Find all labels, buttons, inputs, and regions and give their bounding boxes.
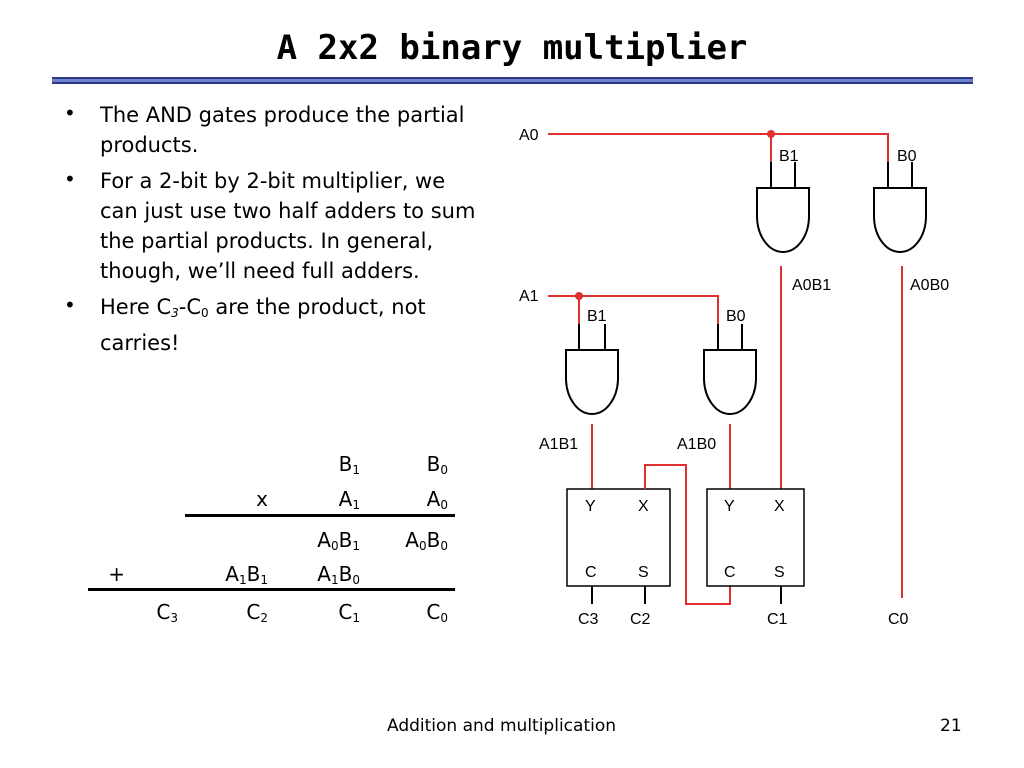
output-label-c3: C3 [578,611,599,628]
table-divider [185,514,455,517]
bullet-icon: • [64,167,76,191]
output-label-c0: C0 [888,611,909,628]
half-adder-2 [706,488,805,587]
table-cell: A0B0 [405,528,448,553]
title-underline [52,77,973,84]
gate-input-label: B0 [726,308,746,325]
port-label: Y [724,498,735,515]
gate-input-label: B1 [779,148,799,165]
junction-dot [767,130,775,138]
gate-input-label: B1 [587,308,607,325]
port-label: Y [585,498,596,515]
output-label-c2: C2 [630,611,651,628]
gate-output-label: A0B1 [792,277,831,294]
port-label: C [724,564,736,581]
and-gate-a0b1 [756,187,810,253]
table-cell: A0 [426,487,448,512]
bullet-text: The AND gates produce the partial produc… [100,103,465,157]
port-label: C [585,564,597,581]
input-label-a1: A1 [519,288,539,305]
gate-output-label: A1B0 [677,436,716,453]
bullet-item: • Here C3-C0 are the product, not carrie… [64,292,484,358]
junction-dot [575,292,583,300]
bullet-icon: • [64,293,76,317]
plus-sign: + [108,562,125,586]
table-cell: A1 [338,487,360,512]
table-cell: A0B1 [317,528,360,553]
table-cell: C1 [338,600,360,625]
gate-input-label: B0 [897,148,917,165]
port-label: S [774,564,785,581]
table-cell: C3 [156,600,178,625]
port-label: S [638,564,649,581]
bullet-list: • The AND gates produce the partial prod… [64,100,484,364]
bullet-item: • The AND gates produce the partial prod… [64,100,484,160]
table-divider [88,588,455,591]
table-cell: B1 [338,452,360,477]
output-label-c1: C1 [767,611,788,628]
and-gate-a1b0 [703,349,757,415]
table-cell: B0 [426,452,448,477]
page-number: 21 [940,716,962,736]
gate-output-label: A0B0 [910,277,949,294]
table-cell: A1B1 [225,562,268,587]
circuit-wires [548,133,903,605]
gate-leads [578,162,913,604]
footer-text: Addition and multiplication [387,716,617,736]
bullet-item: • For a 2-bit by 2-bit multiplier, we ca… [64,166,484,286]
bullet-text: For a 2-bit by 2-bit multiplier, we can … [100,169,476,283]
port-label: X [774,498,785,515]
and-gate-a0b0 [873,187,927,253]
table-cell: C2 [246,600,268,625]
slide-title: A 2x2 binary multiplier [276,28,748,68]
bullet-text: Here C3-C0 are the product, not carries! [100,295,426,355]
table-cell: C0 [426,600,448,625]
input-label-a0: A0 [519,127,539,144]
times-sign: x [256,487,268,511]
gate-output-label: A1B1 [539,436,578,453]
half-adder-1 [566,488,671,587]
bullet-icon: • [64,101,76,125]
port-label: X [638,498,649,515]
table-cell: A1B0 [317,562,360,587]
and-gate-a1b1 [565,349,619,415]
